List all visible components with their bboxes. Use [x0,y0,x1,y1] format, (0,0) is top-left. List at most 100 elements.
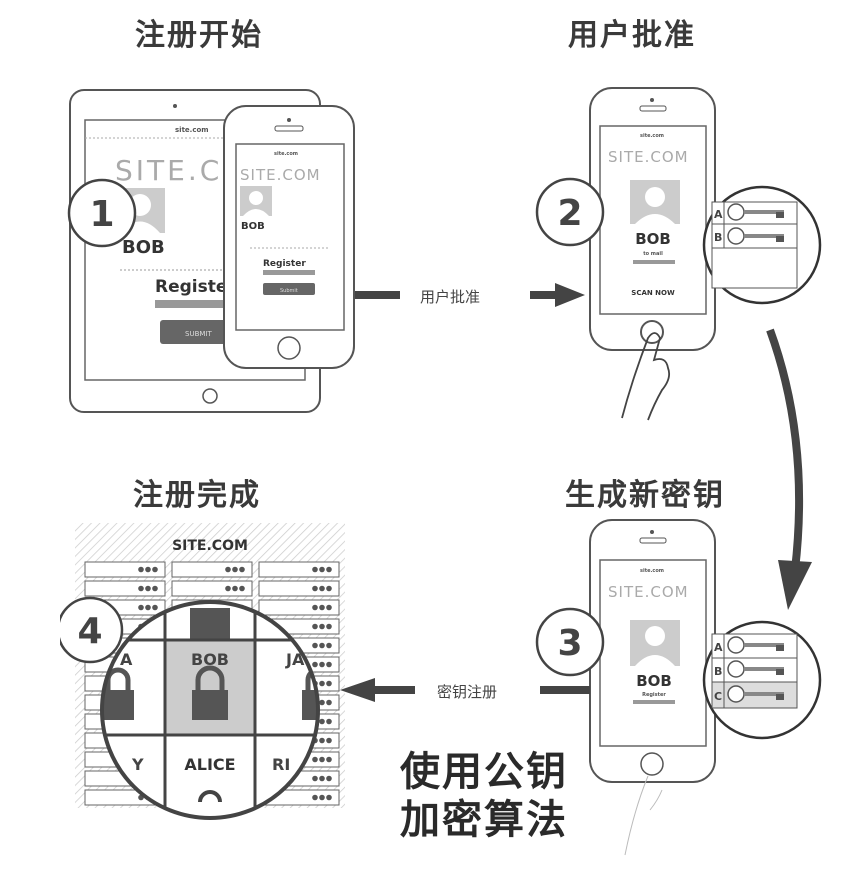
rack-indicator [312,566,318,573]
rack-indicator [326,680,332,687]
scan-now-label: SCAN NOW [631,289,675,297]
tablet-brand: SITE.CO [115,154,247,187]
svg-text:JA: JA [285,650,305,669]
public-key-note: 使用公钥 加密算法 [400,748,568,844]
rack-indicator [326,718,332,725]
flow-label-key-registration: 密钥注册 [437,683,498,701]
note-line-1: 使用公钥 [400,748,568,795]
finger-icon [624,775,663,856]
rack-indicator [326,756,332,763]
svg-text:Register: Register [642,692,666,698]
rack-indicator [225,585,231,592]
rack-indicator [319,604,325,611]
step-3-illustration: site.com SITE.COM BOB Register A B C [535,519,822,856]
lock-icon [192,665,228,720]
key-icon [727,685,784,703]
svg-text:site.com: site.com [640,568,664,574]
server-rack-unit [171,561,253,578]
rack-indicator [138,566,144,573]
rack-indicator [232,566,238,573]
svg-text:ALICE: ALICE [184,755,235,774]
key-icon [727,203,784,221]
finger-icon [621,332,671,421]
svg-text:A: A [714,641,723,654]
svg-text:2: 2 [557,193,582,234]
key-slots-magnifier-step3: A B C [702,620,822,740]
rack-indicator [319,680,325,687]
svg-text:4: 4 [77,611,102,652]
svg-text:SUBMIT: SUBMIT [185,330,212,338]
rack-indicator [312,756,318,763]
rack-indicator [145,585,151,592]
tablet-heading: Registe [155,277,227,297]
rack-indicator [319,585,325,592]
rack-indicator [312,604,318,611]
rack-indicator [319,566,325,573]
rack-indicator [326,566,332,573]
phone-device-3: site.com SITE.COM BOB Register [589,519,716,783]
server-rack-unit [84,580,166,597]
step-3-badge: 3 [535,607,605,677]
key-icon [727,227,784,245]
phone-device-1: site.com SITE.COM BOB Register Submit [223,105,355,369]
step-4-badge: 4 [60,596,124,664]
phone3-brand: SITE.COM [608,583,689,601]
rack-indicator [319,794,325,801]
rack-indicator [319,737,325,744]
rack-indicator [312,661,318,668]
rack-indicator [152,604,158,611]
step-4-illustration: SITE.COM BOB ALICE JA A [60,523,345,820]
step-1-badge: 1 [67,178,137,248]
rack-indicator [326,794,332,801]
user-lock-magnifier: BOB ALICE JA A Y RI [100,600,320,820]
step-3-title: 生成新密钥 [565,478,725,513]
rack-indicator [326,775,332,782]
rack-indicator [152,566,158,573]
step-2-badge: 2 [535,177,605,247]
svg-text:Register: Register [263,259,306,269]
server-rack-unit [171,580,253,597]
rack-indicator [138,585,144,592]
rack-indicator [319,718,325,725]
key-icon [727,636,784,654]
arrow-step3-to-step4 [340,678,590,702]
svg-text:1: 1 [89,194,114,235]
rack-indicator [312,642,318,649]
rack-indicator [326,642,332,649]
arrow-step2-to-step3 [766,328,812,610]
rack-indicator [326,604,332,611]
rack-indicator [319,623,325,630]
svg-text:BOB: BOB [191,650,229,669]
svg-text:Submit: Submit [280,288,298,294]
step-4-title: 注册完成 [133,478,261,513]
flow-label-approval: 用户批准 [420,288,481,306]
arrow-step1-to-step2 [355,283,585,307]
tablet-url: site.com [175,126,209,134]
server-rack-unit [258,599,340,616]
rack-indicator [319,775,325,782]
step-1-title: 注册开始 [135,18,263,53]
rack-indicator [326,623,332,630]
svg-text:to mail: to mail [643,251,663,257]
svg-text:B: B [714,231,722,244]
svg-text:BOB: BOB [636,672,672,690]
rack-indicator [225,566,231,573]
svg-text:C: C [714,690,722,703]
phone1-brand: SITE.COM [240,166,321,184]
note-line-2: 加密算法 [400,796,568,843]
svg-text:site.com: site.com [640,133,664,139]
server-rack-unit [258,580,340,597]
tablet-home-button [202,388,218,404]
rack-indicator [319,661,325,668]
rack-indicator [319,642,325,649]
svg-text:A: A [120,650,133,669]
rack-indicator [312,623,318,630]
rack-indicator [326,699,332,706]
svg-text:RI: RI [272,755,290,774]
rack-indicator [312,585,318,592]
svg-text:site.com: site.com [274,151,298,157]
rack-indicator [145,604,151,611]
rack-indicator [239,585,245,592]
svg-text:Y: Y [131,755,144,774]
server-rack-unit [258,561,340,578]
